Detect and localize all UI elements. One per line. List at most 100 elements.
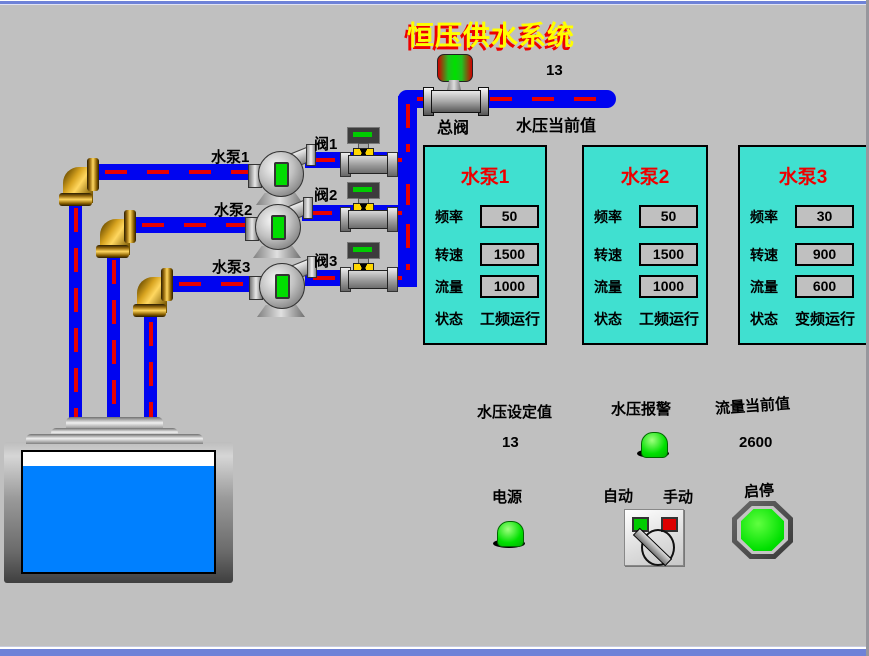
main-valve-body xyxy=(431,90,481,113)
power-lamp xyxy=(497,521,524,547)
pump1-symbol xyxy=(248,144,317,206)
pump1-panel: 水泵1 频率 50 转速 1500 流量 1000 状态 工频运行 xyxy=(423,145,547,345)
pump1-speed-value: 1500 xyxy=(480,243,539,266)
pump2-status-label: 状态 xyxy=(594,310,622,327)
pipe-row1-inlet xyxy=(97,164,259,180)
valve2-position-indicator xyxy=(347,182,380,199)
valve3-right-flange xyxy=(387,267,398,292)
pump1-flow-label: 流量 xyxy=(435,278,463,295)
page-title: 恒压供水系统 xyxy=(407,21,575,51)
valve3-position-indicator xyxy=(347,242,380,259)
pump2-speed-value: 1500 xyxy=(639,243,698,266)
main-valve-stem xyxy=(447,80,461,90)
auto-label: 自动 xyxy=(603,488,634,505)
elbow2-flange xyxy=(96,245,129,258)
pipe-tank-riser2 xyxy=(107,252,120,440)
selector-knob[interactable] xyxy=(641,529,675,566)
pipe-manifold xyxy=(398,96,417,287)
tank-lid-top xyxy=(66,417,163,430)
pump1-frequency-label: 频率 xyxy=(435,208,463,225)
pump1-flow-value: 1000 xyxy=(480,275,539,298)
pump3-status-value: 变频运行 xyxy=(795,311,856,328)
valve2-symbol xyxy=(340,182,398,240)
valve2-right-flange xyxy=(387,207,398,232)
power-label: 电源 xyxy=(492,489,523,506)
valve1-body xyxy=(348,155,388,174)
elbow1-ring xyxy=(87,158,99,191)
main-valve-actuator xyxy=(437,54,473,82)
manual-label: 手动 xyxy=(663,489,694,506)
pump2-flow-label: 流量 xyxy=(594,278,622,295)
window-top-edge xyxy=(0,0,869,5)
tank-water-level xyxy=(23,466,214,572)
pump2-panel-title: 水泵2 xyxy=(620,167,670,188)
pump3-run-indicator xyxy=(275,274,290,299)
elbow1-flange xyxy=(59,193,92,206)
pump2-outlet-flange xyxy=(303,197,313,219)
valve3-label: 阀3 xyxy=(314,253,338,270)
valve1-right-flange xyxy=(387,152,398,177)
pump2-panel: 水泵2 频率 50 转速 1500 流量 1000 状态 工频运行 xyxy=(582,145,708,345)
pump3-frequency-label: 频率 xyxy=(750,208,778,225)
pump3-flow-value: 600 xyxy=(795,275,854,298)
pump3-panel: 水泵3 频率 30 转速 900 流量 600 状态 变频运行 xyxy=(738,145,868,345)
pump2-frequency-label: 频率 xyxy=(594,208,622,225)
current-pressure-value: 13 xyxy=(546,62,563,79)
window-right-edge xyxy=(866,0,869,656)
pump1-status-value: 工频运行 xyxy=(480,311,541,328)
pump2-symbol xyxy=(245,197,314,259)
pump1-label: 水泵1 xyxy=(211,149,250,166)
valve2-body xyxy=(348,210,388,229)
pump3-outlet-flange xyxy=(307,256,317,278)
pipe-row2-inlet xyxy=(134,217,256,233)
valve3-symbol xyxy=(340,242,398,300)
pressure-set-label: 水压设定值 xyxy=(477,404,553,421)
pump3-flow-label: 流量 xyxy=(750,278,778,295)
pump3-base xyxy=(257,305,305,317)
valve1-position-indicator xyxy=(347,127,380,144)
flow-current-value: 2600 xyxy=(739,434,773,451)
pump3-speed-value: 900 xyxy=(795,243,854,266)
elbow3-ring xyxy=(161,268,173,301)
pump1-run-indicator xyxy=(274,162,289,187)
main-valve-symbol xyxy=(423,54,489,116)
pump2-speed-label: 转速 xyxy=(594,246,622,263)
manual-mode-light xyxy=(661,517,678,532)
pump1-frequency-value: 50 xyxy=(480,205,539,228)
auto-manual-switch[interactable] xyxy=(624,509,684,567)
pressure-set-value: 13 xyxy=(502,434,519,451)
pump1-base xyxy=(256,193,304,205)
pump1-speed-label: 转速 xyxy=(435,246,463,263)
pump2-frequency-value: 50 xyxy=(639,205,698,228)
tank-level-gauge xyxy=(21,450,216,574)
pressure-alarm-label: 水压报警 xyxy=(611,401,672,418)
start-stop-label: 启停 xyxy=(743,481,775,502)
valve3-body xyxy=(348,270,388,289)
window-bottom-edge xyxy=(0,646,869,656)
pump3-frequency-value: 30 xyxy=(795,205,854,228)
valve1-symbol xyxy=(340,127,398,185)
main-valve-label: 总阀 xyxy=(437,120,470,137)
pump2-label: 水泵2 xyxy=(214,202,253,219)
tank-lid-middle xyxy=(51,428,178,437)
pipe-tank-riser1 xyxy=(69,200,82,440)
flow-current-label: 流量当前值 xyxy=(714,395,791,418)
pump3-label: 水泵3 xyxy=(212,259,251,276)
pressure-alarm-lamp xyxy=(641,432,668,458)
elbow3-flange xyxy=(133,304,166,317)
pump2-run-indicator xyxy=(271,215,286,240)
current-pressure-label: 水压当前值 xyxy=(516,118,597,135)
pump3-panel-title: 水泵3 xyxy=(778,167,828,188)
pump2-status-value: 工频运行 xyxy=(639,311,700,328)
tank-lid-bottom xyxy=(26,434,203,444)
pipe-row3-inlet xyxy=(171,276,264,292)
start-stop-button[interactable] xyxy=(741,509,784,551)
elbow2-ring xyxy=(124,210,136,243)
pump3-speed-label: 转速 xyxy=(750,246,778,263)
pump2-flow-value: 1000 xyxy=(639,275,698,298)
pump1-outlet-flange xyxy=(306,144,316,166)
pump1-panel-title: 水泵1 xyxy=(460,167,510,188)
pump1-status-label: 状态 xyxy=(435,310,463,327)
valve2-label: 阀2 xyxy=(314,187,338,204)
